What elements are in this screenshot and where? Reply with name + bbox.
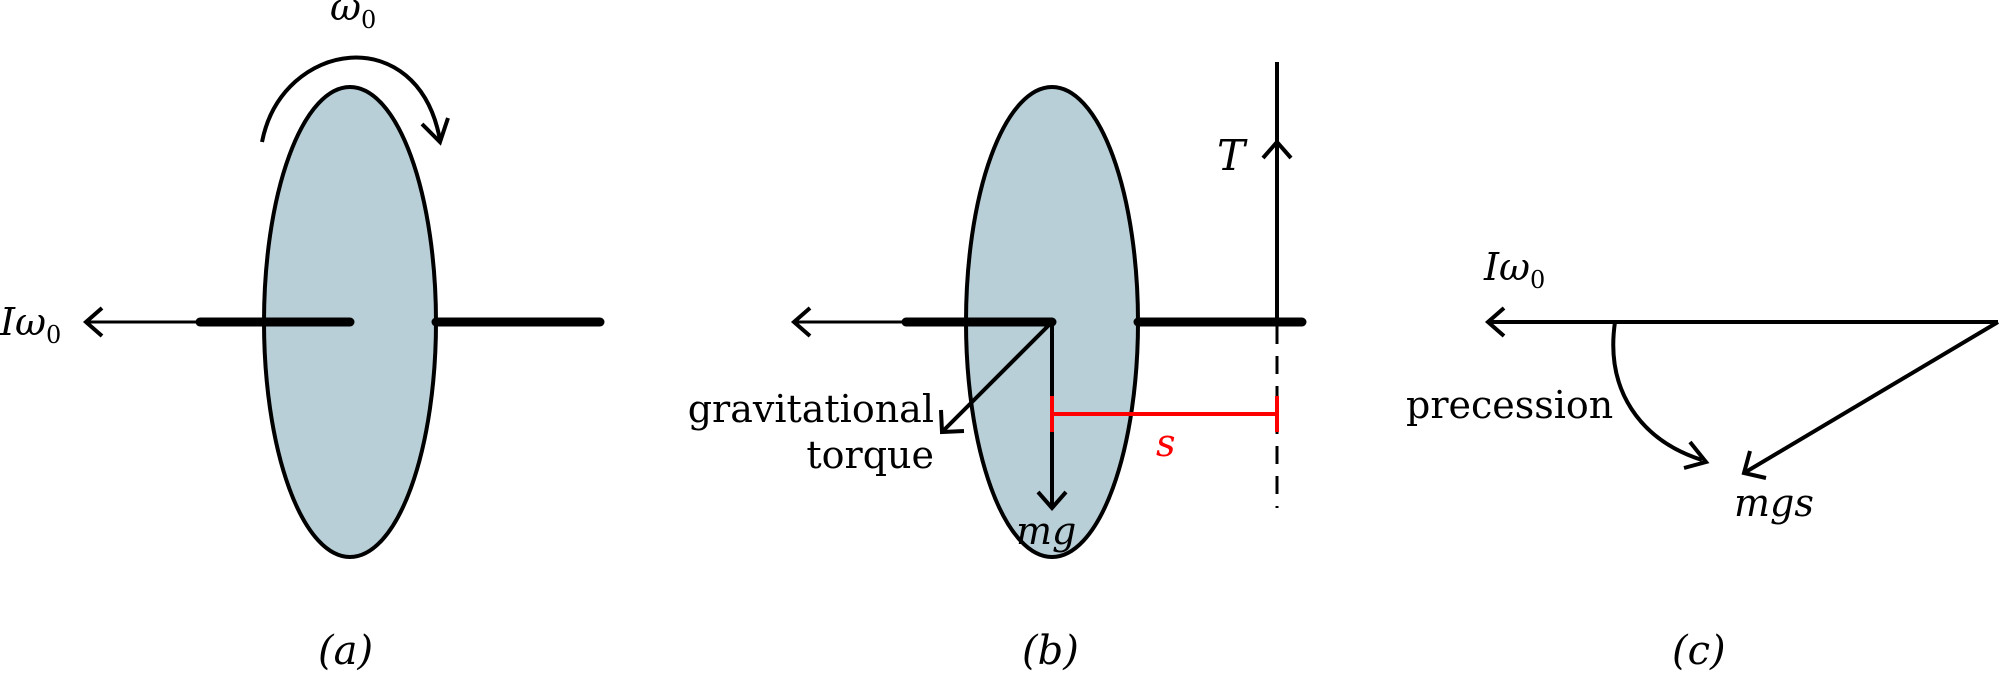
gravitational-label-line1: gravitational	[688, 387, 934, 431]
tension-label: T	[1217, 131, 1248, 180]
weight-label: mg	[1016, 509, 1076, 553]
torque-arrowhead-mgs	[1741, 450, 1767, 480]
angular-momentum-arrowhead-a	[82, 306, 104, 338]
tension-arrowhead	[1261, 138, 1293, 160]
precession-arrow	[1611, 321, 1703, 462]
angular-momentum-label-a: Iω0	[0, 300, 61, 349]
precession-arrowhead	[1683, 440, 1710, 470]
weight-arrowhead	[1036, 490, 1068, 512]
precession-label: precession	[1406, 383, 1613, 427]
torque-vector-mgs	[1742, 320, 2000, 475]
angular-momentum-label-c: Iω0	[1483, 245, 1545, 294]
panel-c: Iω0 precession mgs (c)	[1406, 245, 2000, 674]
omega-label-a: ω0	[330, 0, 376, 34]
panel-b: T gravitational torque s mg (b)	[688, 62, 1307, 674]
caption-b: (b)	[1022, 628, 1079, 674]
gravitational-label-line2: torque	[806, 433, 934, 477]
rotation-arrowhead-a	[420, 117, 450, 146]
angular-momentum-arrowhead-b	[790, 306, 812, 338]
caption-a: (a)	[318, 628, 373, 674]
lever-arm-label: s	[1156, 421, 1176, 465]
gravitational-torque-arrowhead	[939, 409, 965, 435]
rotation-arrow-a	[260, 55, 442, 143]
torque-label-mgs: mgs	[1734, 481, 1814, 525]
caption-c: (c)	[1672, 628, 1726, 674]
gravitational-torque-arrow	[940, 320, 1054, 434]
panel-a: ω0 Iω0 (a)	[0, 0, 605, 674]
angular-momentum-arrowhead-c	[1484, 306, 1506, 338]
